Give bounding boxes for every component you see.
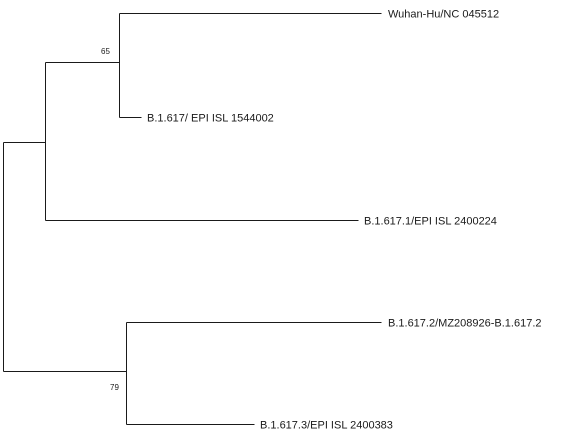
support-value-79: 79 [110,383,119,392]
support-value-65: 65 [101,47,110,56]
leaf-label-b1617-2: B.1.617.2/MZ208926-B.1.617.2 [388,318,542,330]
leaf-label-b1617: B.1.617/ EPI ISL 1544002 [147,113,274,125]
leaf-label-b1617-3: B.1.617.3/EPI ISL 2400383 [260,420,393,430]
leaf-label-b1617-1: B.1.617.1/EPI ISL 2400224 [364,216,497,228]
leaf-label-wuhan: Wuhan-Hu/NC 045512 [388,9,499,21]
